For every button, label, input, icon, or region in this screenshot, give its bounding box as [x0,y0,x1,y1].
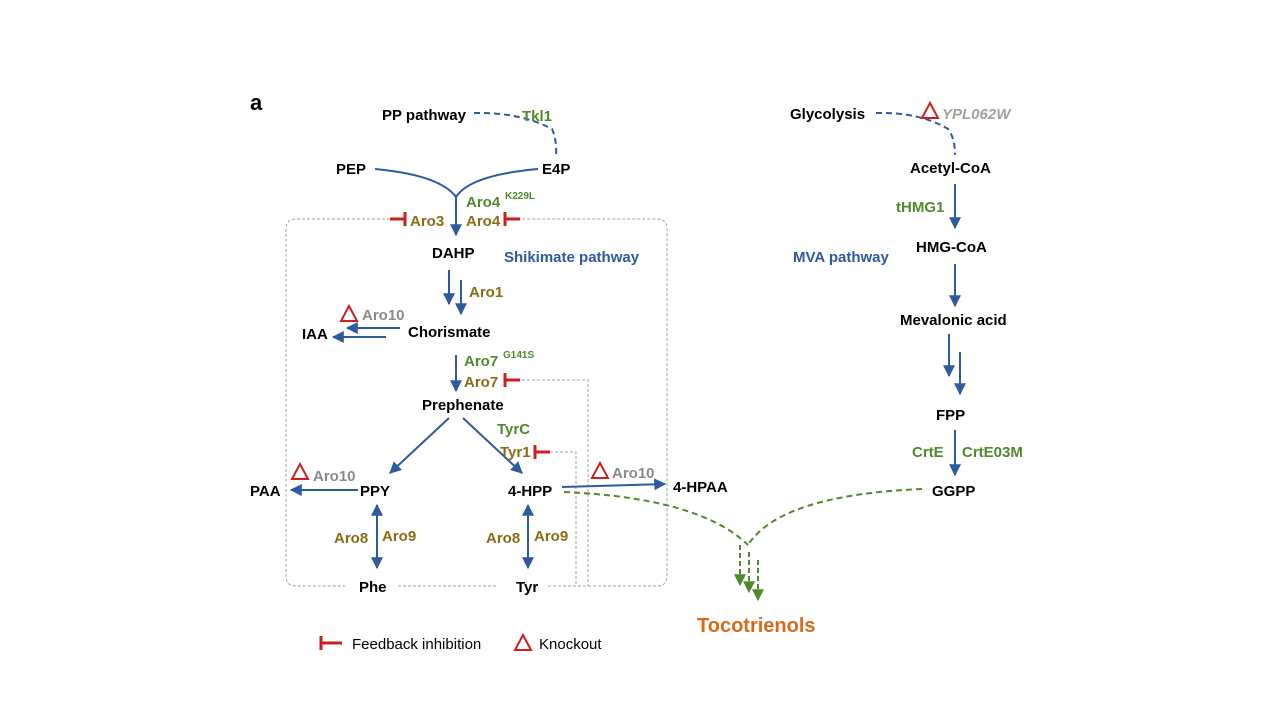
metabolite-tyr: Tyr [516,579,538,596]
enzyme-aro10-hpaa: Aro10 [612,465,655,482]
knockout-icon-aro10-paa [290,461,310,480]
metabolite-prephenate: Prephenate [422,397,504,414]
gene-ypl062w: YPL062W [942,106,1012,123]
edge-glycolysis-acetylcoa [875,111,956,156]
enzyme-aro10-paa: Aro10 [313,468,356,485]
enzyme-aro9-tyr: Aro9 [534,528,568,545]
arrow-ggpp-tocotrienols [747,488,923,546]
enzyme-aro10-iaa: Aro10 [362,307,405,324]
enzyme-aro1: Aro1 [469,284,503,301]
knockout-icon-ypl062w [920,100,940,119]
legend-knockout-icon [513,632,533,651]
metabolite-paa: PAA [250,483,281,500]
enzyme-thmg1: tHMG1 [896,199,944,216]
feedback-mark-aro7 [503,373,520,387]
enzyme-aro4-mutation: K229L [505,191,535,202]
enzyme-aro8-tyr: Aro8 [486,530,520,547]
knockout-icon-aro10-hpaa [590,460,610,479]
enzyme-aro3: Aro3 [410,213,444,230]
metabolite-pep: PEP [336,161,366,178]
enzyme-aro8-phe: Aro8 [334,530,368,547]
feedback-line-tyr1 [545,451,577,586]
metabolite-chorismate: Chorismate [408,324,491,341]
metabolite-mevalonic-acid: Mevalonic acid [900,312,1007,329]
metabolite-ggpp: GGPP [932,483,975,500]
edge-e4p-dahp [455,168,539,198]
metabolite-ppy: PPY [360,483,390,500]
panel-label: a [250,90,263,115]
enzyme-tkl1: Tkl1 [522,108,552,125]
enzyme-aro9-phe: Aro9 [382,528,416,545]
legend-knockout-label: Knockout [539,636,602,653]
feedback-mark-aro4 [503,212,520,226]
arrow-prephenate-ppy [389,417,450,474]
feedback-mark-tyr1 [533,445,550,459]
enzyme-aro4: Aro4 [466,213,501,230]
shikimate-boundary [285,218,668,587]
enzyme-aro7: Aro7 [464,374,498,391]
legend-feedback-label: Feedback inhibition [352,636,481,653]
arrow-prephenate-4hpp [462,417,523,474]
label-mva-pathway: MVA pathway [793,249,890,266]
product-tocotrienols: Tocotrienols [697,615,816,637]
enzyme-crte: CrtE [912,444,944,461]
edge-pp-e4p [473,111,558,157]
metabolite-4hpp: 4-HPP [508,483,552,500]
enzyme-aro7-mutant: Aro7 [464,353,498,370]
metabolite-fpp: FPP [936,407,965,424]
enzyme-aro4-mutant: Aro4 [466,194,501,211]
metabolite-acetyl-coa: Acetyl-CoA [910,160,991,177]
edge-pep-dahp [374,168,457,198]
feedback-line-aro7 [512,379,589,586]
legend-feedback-icon [319,636,342,650]
metabolite-phe: Phe [359,579,387,596]
metabolite-hmg-coa: HMG-CoA [916,239,987,256]
metabolite-e4p: E4P [542,161,570,178]
arrow-4hpp-tocotrienols [563,491,749,546]
metabolite-4hpaa: 4-HPAA [673,479,728,496]
arrow-4hpp-4hpaa [561,478,667,491]
enzyme-tyrc: TyrC [497,421,530,438]
knockout-icon-aro10-iaa [339,303,359,322]
enzyme-aro7-mutation: G141S [503,350,534,361]
label-shikimate-pathway: Shikimate pathway [504,249,640,266]
metabolite-pp-pathway: PP pathway [382,107,467,124]
metabolite-iaa: IAA [302,326,328,343]
metabolite-glycolysis: Glycolysis [790,106,865,123]
metabolite-dahp: DAHP [432,245,475,262]
enzyme-tyr1: Tyr1 [500,444,531,461]
feedback-mark-aro3 [390,212,407,226]
enzyme-crte03m: CrtE03M [962,444,1023,461]
